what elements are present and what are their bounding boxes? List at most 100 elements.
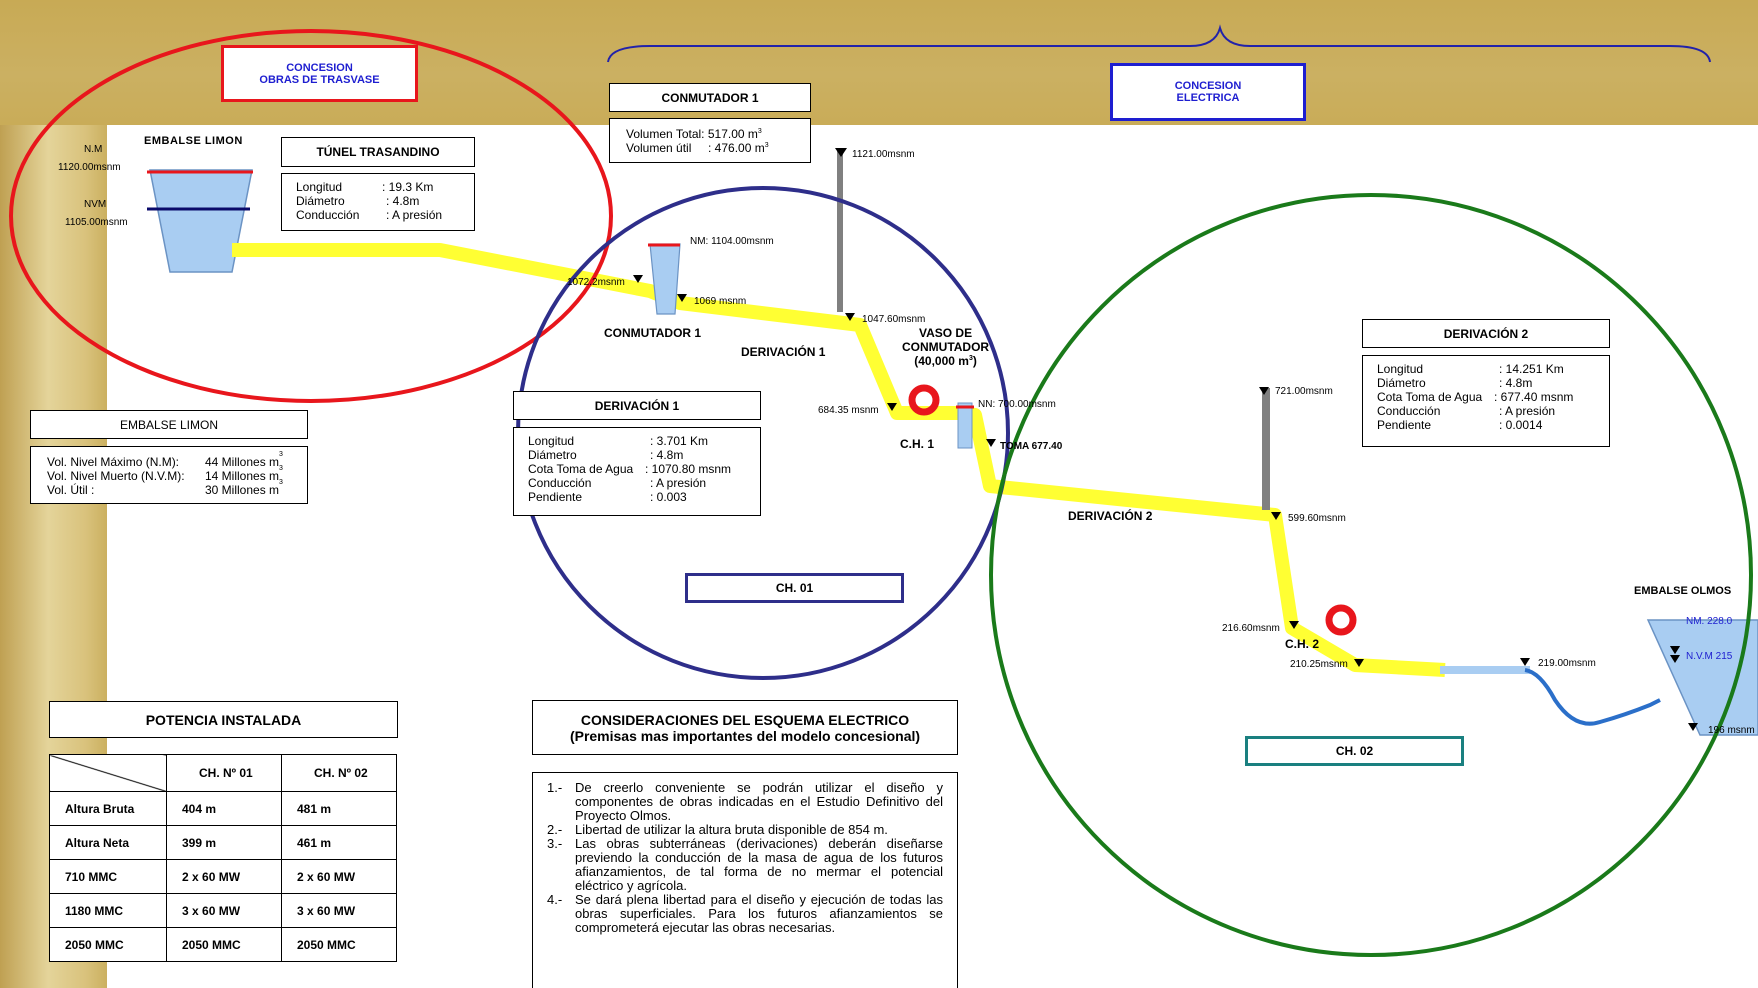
conmutador-vol-util: : 476.00 m (708, 141, 765, 155)
elev-700: NN: 700.00msnm (978, 399, 1056, 410)
row-label: 710 MMC (49, 859, 167, 894)
embalse-limon-reservoir (149, 169, 253, 273)
tunel-k0: Longitud (296, 180, 343, 194)
limon-v2: 30 Millones m (205, 483, 280, 497)
olmos-nm: NM. 228.0 (1686, 616, 1733, 627)
list-item: 4.- Se dará plena libertad para el diseño… (547, 893, 943, 935)
list-item: 3.-Las obras subterráneas (derivaciones)… (547, 837, 943, 893)
tunel-v1: : 4.8m (386, 194, 420, 208)
tunel-v2: : A presión (386, 208, 443, 222)
item-text: Las obras subterráneas (derivaciones) de… (575, 836, 943, 893)
row-label: 2050 MMC (49, 927, 167, 962)
elev-toma: TOMA 677.40 (1000, 441, 1063, 452)
cell: 2 x 60 MW (281, 859, 397, 894)
elev-1047: 1047.60msnm (862, 314, 926, 325)
d1-k4: Pendiente (528, 490, 583, 504)
ch1-powerhouse-icon (908, 384, 940, 416)
d2-v1: : 4.8m (1499, 376, 1533, 390)
ch01-label: CH. 01 (775, 581, 814, 595)
vaso-conmutador (957, 402, 973, 449)
cell: 399 m (166, 825, 282, 860)
tunel-spec-box: Longitud: 19.3 Km Diámetro: 4.8m Conducc… (281, 173, 475, 231)
cell: 3 x 60 MW (281, 893, 397, 928)
embalse-olmos-label: EMBALSE OLMOS (1634, 585, 1732, 597)
d2-k2: Cota Toma de Agua (1377, 390, 1483, 404)
nm-limon-label: N.M (84, 144, 103, 155)
d2-k1: Diámetro (1377, 376, 1426, 390)
d1-v4: : 0.003 (650, 490, 687, 504)
vaso-conmutador-label: VASO DE CONMUTADOR (40,000 m3) (902, 326, 989, 368)
derivacion2-title: DERIVACIÓN 2 (1443, 326, 1529, 341)
vaso-line1: VASO DE (918, 326, 973, 340)
d1-v0: : 3.701 Km (650, 434, 709, 448)
derivacion2-spec-box: Longitud: 14.251 Km Diámetro: 4.8m Cota … (1362, 355, 1610, 447)
ch02-label: CH. 02 (1335, 744, 1374, 758)
elev-1104: NM: 1104.00msnm (690, 236, 774, 247)
item-text: Libertad de utilizar la altura bruta dis… (575, 822, 888, 837)
consideraciones-list: 1.- De creerlo conveniente se podrán util… (532, 772, 958, 988)
cell: 481 m (281, 791, 397, 826)
d2-v0: : 14.251 Km (1499, 362, 1564, 376)
vaso-line3-end: ) (972, 354, 977, 368)
elev-599: 599.60msnm (1288, 513, 1346, 524)
elev-1072: 1072.2msnm (567, 277, 625, 288)
cell: 404 m (166, 791, 282, 826)
sup-2: 3 (764, 142, 769, 149)
embalse-olmos-reservoir (1646, 619, 1758, 736)
conmutador-vol-total: 517.00 m (707, 127, 758, 141)
table-row: Altura Bruta 404 m 481 m (49, 791, 397, 826)
concesion-trasvase-box: CONCESION OBRAS DE TRASVASE (221, 45, 418, 102)
d1-v3: : A presión (650, 476, 707, 490)
vaso-sup: 3 (968, 355, 973, 362)
d1-k1: Diámetro (528, 448, 577, 462)
item-number: 4.- (547, 892, 563, 907)
potencia-table: CH. Nº 01 CH. Nº 02 Altura Bruta 404 m 4… (49, 754, 397, 962)
concesion-trasvase-line1: CONCESION (286, 61, 353, 74)
elev-216: 216.60msnm (1222, 623, 1280, 634)
table-row: 1180 MMC 3 x 60 MW 3 x 60 MW (49, 893, 397, 928)
d1-k2: Cota Toma de Agua (528, 462, 634, 476)
cell: 2050 MMC (166, 927, 282, 962)
concesion-electrica-box: CONCESION ELECTRICA (1110, 63, 1306, 121)
elev-721: 721.00msnm (1275, 386, 1333, 397)
vaso-line3: (40,000 m (914, 354, 969, 368)
item-number: 1.- (547, 780, 563, 795)
table-row: Altura Neta 399 m 461 m (49, 825, 397, 860)
conmutador-vol-total-label: Volumen Total: (626, 127, 705, 141)
cell: 461 m (281, 825, 397, 860)
river-to-olmos (1524, 668, 1661, 726)
tunel-title: TÚNEL TRASANDINO (316, 145, 440, 159)
embalse-limon-label: EMBALSE LIMON (144, 135, 243, 147)
conmutador-1-label: CONMUTADOR 1 (604, 326, 702, 340)
concesion-electrica-line2: ELECTRICA (1176, 92, 1240, 104)
item-text: Se dará plena libertad para el diseño y … (575, 892, 943, 935)
ch02-box: CH. 02 (1245, 736, 1464, 766)
item-text: De creerlo conveniente se podrán utiliza… (575, 780, 943, 823)
d2-v4: : 0.0014 (1499, 418, 1543, 432)
table-row: CH. Nº 01 CH. Nº 02 (49, 754, 397, 792)
list-item: 2.-Libertad de utilizar la altura bruta … (547, 823, 943, 837)
row-label: 1180 MMC (49, 893, 167, 928)
consideraciones-title1: CONSIDERACIONES DEL ESQUEMA ELECTRICO (580, 711, 910, 728)
limon-sup1: 3 (279, 465, 283, 472)
ch02-circle (989, 193, 1753, 957)
olmos-nvm: N.V.M 215 (1686, 651, 1733, 662)
derivacion1-spec-box: Longitud: 3.701 Km Diámetro: 4.8m Cota T… (513, 427, 761, 516)
potencia-table-wrap: CH. Nº 01 CH. Nº 02 Altura Bruta 404 m 4… (49, 754, 397, 962)
limon-k0: Vol. Nivel Máximo (N.M): (47, 455, 180, 469)
concesion-electrica-brace (607, 24, 1711, 63)
elev-1069: 1069 msnm (694, 296, 747, 307)
elevation-markers (633, 148, 1698, 731)
row-label: Altura Bruta (49, 791, 167, 826)
elev-684: 684.35 msnm (818, 405, 879, 416)
olmos-196: 196 msnm (1708, 725, 1755, 736)
conmutador-title-box: CONMUTADOR 1 (609, 83, 811, 112)
derivacion-1-label: DERIVACIÓN 1 (741, 345, 826, 359)
potencia-title: POTENCIA INSTALADA (145, 711, 302, 728)
row-label: Altura Neta (49, 825, 167, 860)
limon-sup2: 3 (279, 479, 283, 486)
limon-v0: 44 Millones m (205, 455, 280, 469)
concesion-trasvase-circle (9, 29, 613, 403)
